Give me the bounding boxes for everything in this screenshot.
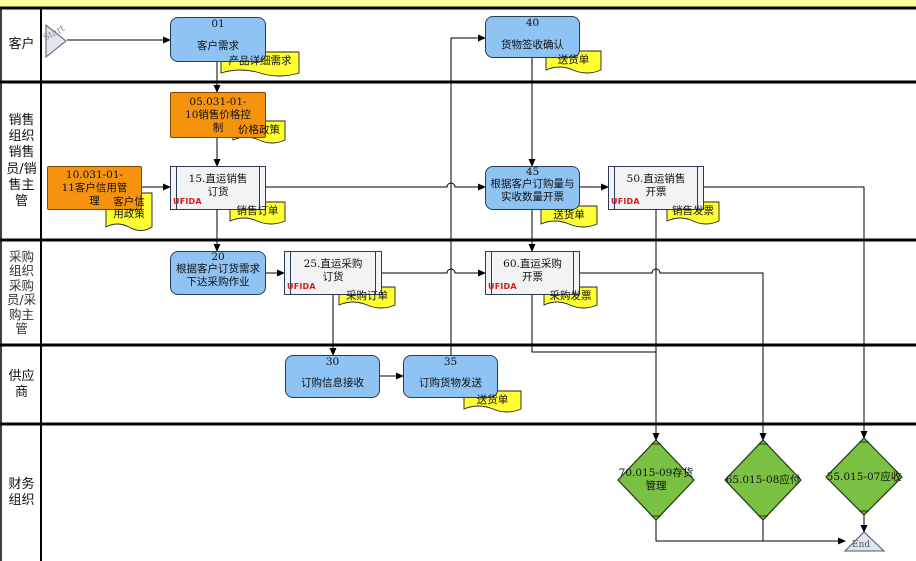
edge-50-55 — [704, 186, 868, 439]
process-60[interactable]: 60.直运采购 开票 UFIDA — [485, 251, 580, 295]
step-45-number: 45 — [525, 166, 540, 178]
process-50-label: 50.直运销售 开票 — [626, 173, 686, 198]
step-01[interactable]: 01 客户需求 — [170, 17, 266, 62]
end-label: End — [852, 540, 871, 550]
start-terminator — [45, 23, 67, 59]
step-40-label: 货物签收确认 — [501, 39, 564, 51]
process-15-label: 15.直运销售 订货 — [188, 173, 248, 198]
step-20-number: 20 — [211, 251, 225, 263]
step-01-label: 客户需求 — [197, 40, 239, 52]
doc-purchase-invoice[interactable]: 采购发票 — [549, 290, 592, 302]
header-bar — [0, 0, 916, 8]
end-terminator — [843, 531, 886, 552]
lane-label-customer: 客户 — [8, 37, 35, 53]
edge-60-70 — [531, 295, 660, 441]
step-45[interactable]: 45 根据客户订购量与 实收数量开票 — [485, 166, 580, 210]
doc-delivery-note-35[interactable]: 送货单 — [476, 394, 509, 406]
ref-credit-management[interactable]: 10.031-01- 11客户信用管 理 — [47, 166, 142, 210]
step-30-label: 订购信息接收 — [301, 377, 364, 389]
step-40[interactable]: 40 货物签收确认 — [485, 16, 580, 58]
doc-product-detail[interactable]: 产品详细需求 — [228, 55, 292, 67]
process-25-label: 25.直运采购 订货 — [303, 258, 363, 283]
edge-35-40 — [450, 34, 486, 355]
doc-price-policy[interactable]: 价格政策 — [238, 124, 280, 136]
step-35-number: 35 — [443, 356, 458, 368]
process-15[interactable]: 15.直运销售 订货 UFIDA — [170, 166, 266, 210]
ufida-logo: UFIDA — [287, 282, 316, 291]
step-35[interactable]: 35 订购货物发送 — [403, 355, 498, 398]
decision-65-payable[interactable]: 65.015-08应付 — [725, 473, 801, 486]
doc-shape-recv45 — [540, 205, 598, 228]
decision-shapes — [617, 437, 903, 521]
step-20-label: 根据客户订货需求 下达采购作业 — [176, 263, 260, 288]
decision-70-inventory[interactable]: 70.015-09存货 管理 — [618, 467, 694, 492]
lane-label-supplier: 供应 商 — [8, 368, 35, 400]
lane-label-sales: 销售 组织 销售 员/销 售主 管 — [6, 112, 37, 209]
process-25[interactable]: 25.直运采购 订货 UFIDA — [284, 251, 382, 295]
diamond-ticks — [651, 441, 869, 517]
ref-price-control[interactable]: 05.031-01- 10销售价格控 制 — [170, 92, 266, 138]
step-35-label: 订购货物发送 — [419, 377, 482, 389]
ufida-logo: UFIDA — [173, 197, 202, 206]
edge-60-65 — [580, 268, 767, 441]
process-50[interactable]: 50.直运销售 开票 UFIDA — [608, 166, 704, 210]
step-30[interactable]: 30 订购信息接收 — [285, 355, 380, 398]
diamond-70 — [617, 439, 695, 521]
doc-sales-order[interactable]: 销售订单 — [236, 205, 279, 217]
doc-credit-policy[interactable]: 客户信 用政策 — [113, 196, 145, 220]
step-40-number: 40 — [525, 17, 540, 29]
step-20[interactable]: 20 根据客户订货需求 下达采购作业 — [170, 251, 266, 295]
doc-purchase-order[interactable]: 采购订单 — [346, 290, 388, 302]
doc-delivery-note-45[interactable]: 送货单 — [553, 209, 585, 221]
step-01-number: 01 — [211, 18, 225, 30]
edge-15-45 — [266, 182, 486, 191]
diamond-65 — [724, 439, 802, 521]
process-60-label: 60.直运采购 开票 — [503, 258, 562, 283]
ufida-logo: UFIDA — [488, 282, 517, 291]
ufida-logo: UFIDA — [611, 197, 640, 206]
step-45-label: 根据客户订购量与 实收数量开票 — [490, 178, 575, 203]
diamond-55 — [825, 437, 903, 516]
doc-delivery-note-40[interactable]: 送货单 — [557, 54, 590, 66]
decision-55-receivable[interactable]: 55.015-07应收 — [826, 470, 902, 483]
edge-70-end — [655, 520, 846, 545]
doc-sales-invoice[interactable]: 销售发票 — [672, 205, 714, 217]
lane-label-purchasing: 采购 组织 采购 员/采 购主 管 — [6, 248, 37, 336]
lane-label-finance: 财务 组织 — [8, 476, 35, 508]
connectors — [67, 34, 868, 545]
edge-25-60 — [382, 268, 486, 277]
step-30-number: 30 — [325, 356, 340, 368]
